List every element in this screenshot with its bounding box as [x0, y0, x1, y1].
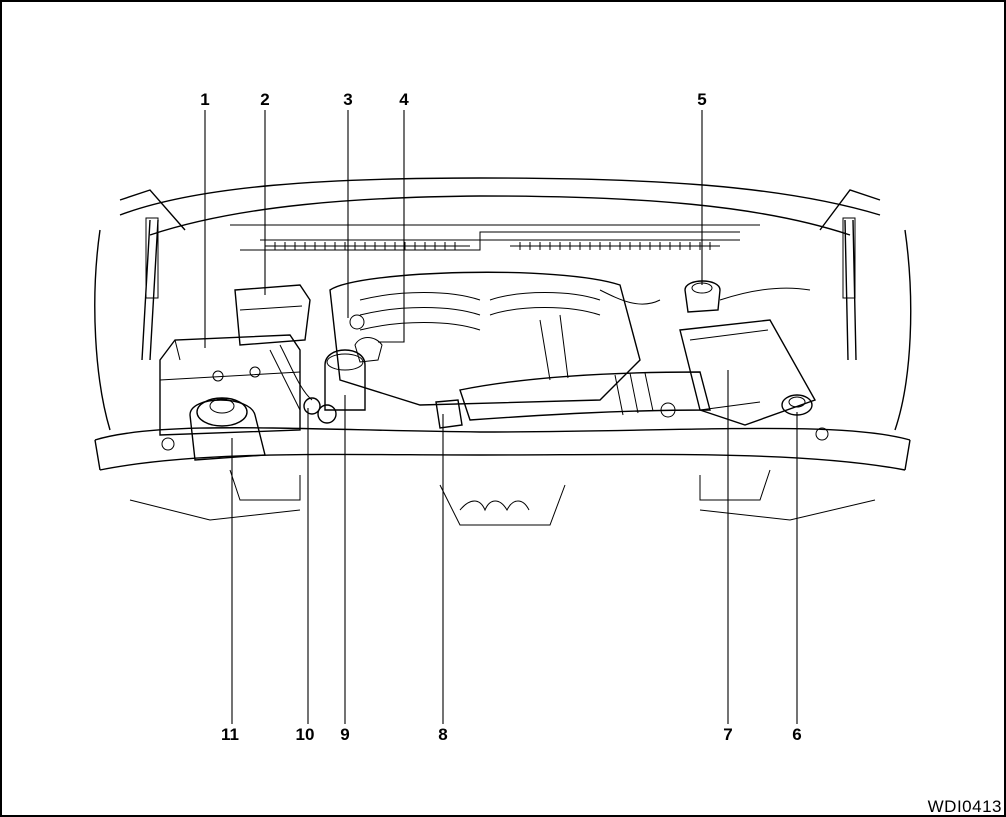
air-intake-duct	[459, 371, 711, 421]
fuse-box	[234, 284, 311, 346]
callout-9: 9	[340, 725, 349, 744]
hood-outline	[94, 177, 912, 526]
air-cleaner-box	[679, 319, 817, 426]
callout-8: 8	[438, 725, 447, 744]
callout-7: 7	[723, 725, 732, 744]
callout-11: 11	[221, 725, 239, 744]
hoses	[161, 287, 829, 451]
oil-filler-cap	[435, 399, 463, 429]
callout-6: 6	[792, 725, 801, 744]
coolant-reservoir	[189, 397, 266, 461]
callout-5: 5	[697, 90, 706, 109]
callout-10: 10	[296, 725, 315, 744]
engine-block	[329, 271, 641, 406]
callout-4: 4	[399, 90, 409, 109]
leader-lines	[204, 110, 798, 724]
figure-code: WDI0413	[927, 797, 1002, 816]
hood-struts	[141, 217, 857, 361]
radiator-cap	[684, 280, 721, 313]
brake-fluid-reservoir	[324, 349, 366, 411]
callout-1: 1	[200, 90, 209, 109]
dipstick-cap	[303, 397, 337, 424]
battery	[159, 334, 301, 436]
callout-labels: 1 2 3 4 5 6 7 8 9 10 11	[200, 90, 801, 744]
callout-2: 2	[260, 90, 269, 109]
callout-3: 3	[343, 90, 352, 109]
